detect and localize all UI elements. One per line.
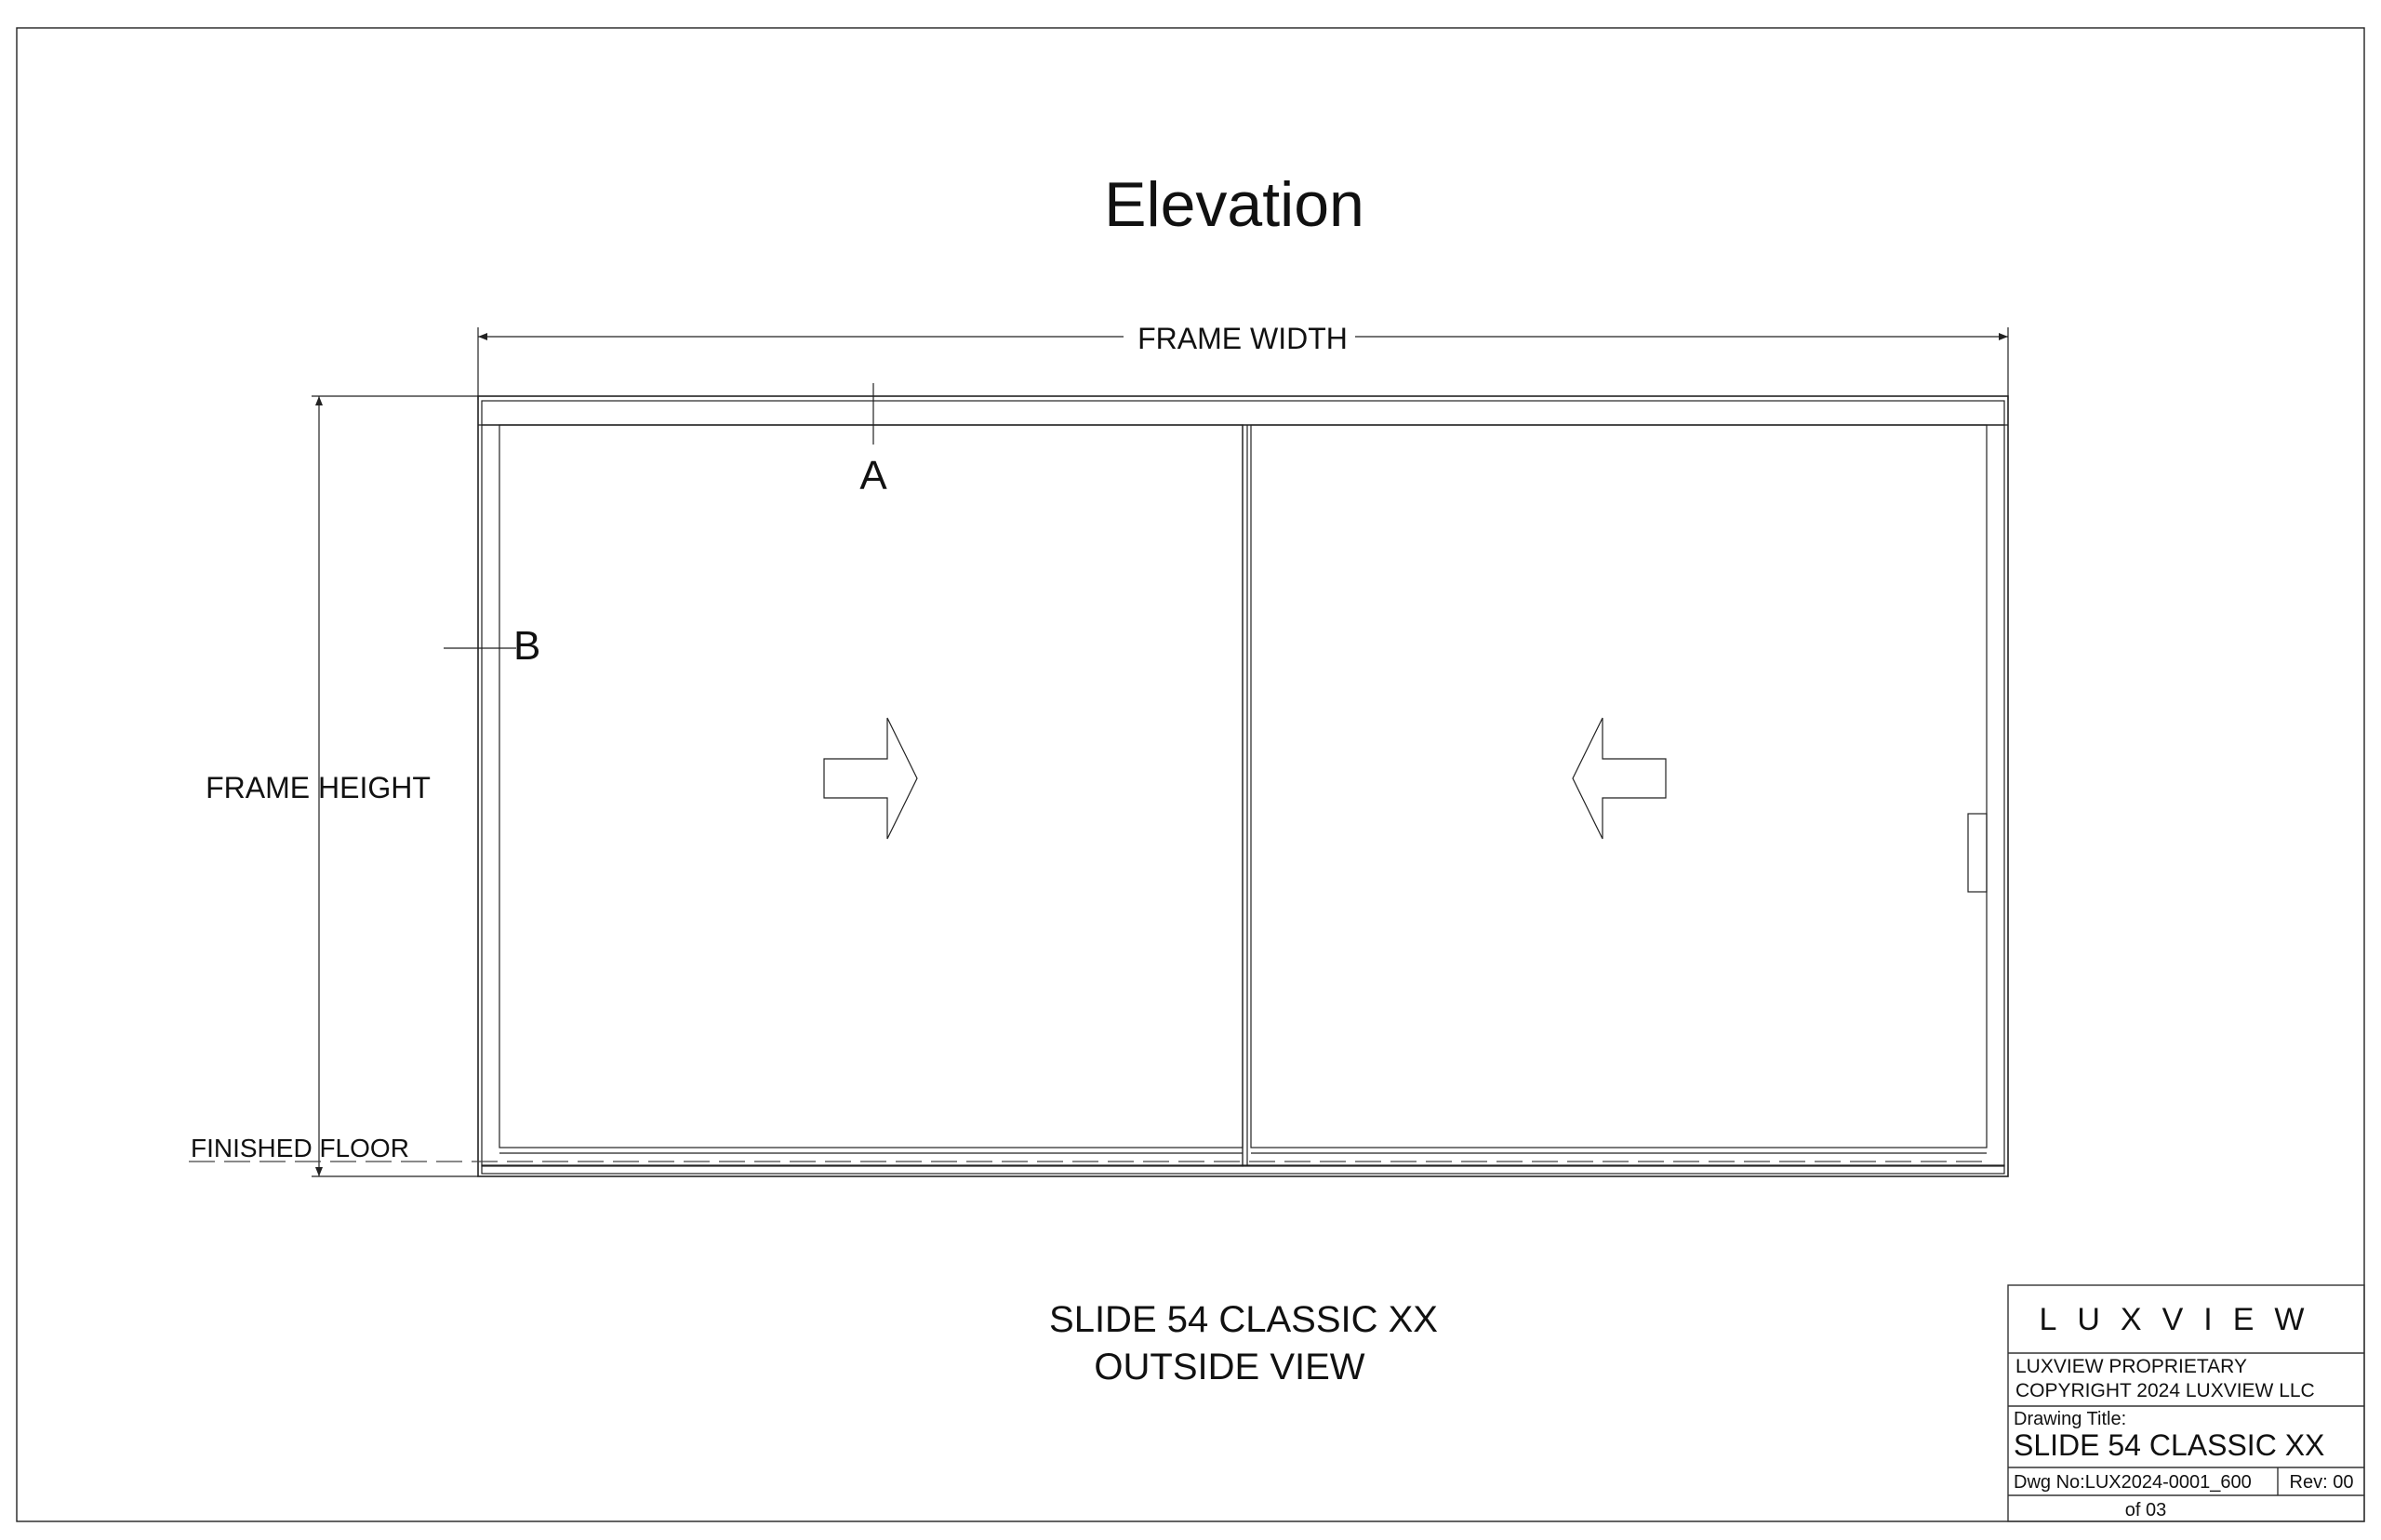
sheet-border <box>16 27 2365 1522</box>
door-handle <box>1967 813 1988 893</box>
drawing-title-label: Drawing Title: <box>2014 1409 2126 1429</box>
copyright-notice: COPYRIGHT 2024 LUXVIEW LLC <box>2015 1380 2315 1401</box>
frame-height-label: FRAME HEIGHT <box>206 771 431 804</box>
section-a-label: A <box>859 453 887 498</box>
section-a-marker: A <box>859 383 887 498</box>
proprietary-notice: LUXVIEW PROPRIETARY <box>2015 1356 2247 1377</box>
title-block: LUXVIEW LUXVIEW PROPRIETARY COPYRIGHT 20… <box>2007 1284 2365 1522</box>
slide-left-arrow-icon <box>1572 717 1667 840</box>
revision: Rev: 00 <box>2290 1472 2354 1493</box>
caption-view: OUTSIDE VIEW <box>1094 1347 1364 1387</box>
frame-width-label: FRAME WIDTH <box>1137 322 1348 355</box>
section-b-label: B <box>513 623 540 669</box>
sheet-count: of 03 <box>2125 1500 2166 1520</box>
finished-floor-line: FINISHED FLOOR <box>189 1134 1988 1162</box>
right-sliding-panel <box>1242 424 2005 1167</box>
slide-right-arrow-icon <box>823 717 918 840</box>
frame-width-dimension: FRAME WIDTH <box>477 322 2009 400</box>
luxview-logo: LUXVIEW <box>2039 1302 2324 1337</box>
frame-height-dimension: FRAME HEIGHT <box>206 395 478 1177</box>
drawing-number: Dwg No:LUX2024-0001_600 <box>2014 1472 2252 1493</box>
caption-product: SLIDE 54 CLASSIC XX <box>1049 1299 1438 1340</box>
finished-floor-label: FINISHED FLOOR <box>191 1134 409 1162</box>
left-sliding-panel <box>481 424 1244 1167</box>
drawing-title: Elevation <box>1104 169 1364 240</box>
section-b-marker: B <box>444 623 540 669</box>
drawing-title-value: SLIDE 54 CLASSIC XX <box>2014 1428 2324 1462</box>
